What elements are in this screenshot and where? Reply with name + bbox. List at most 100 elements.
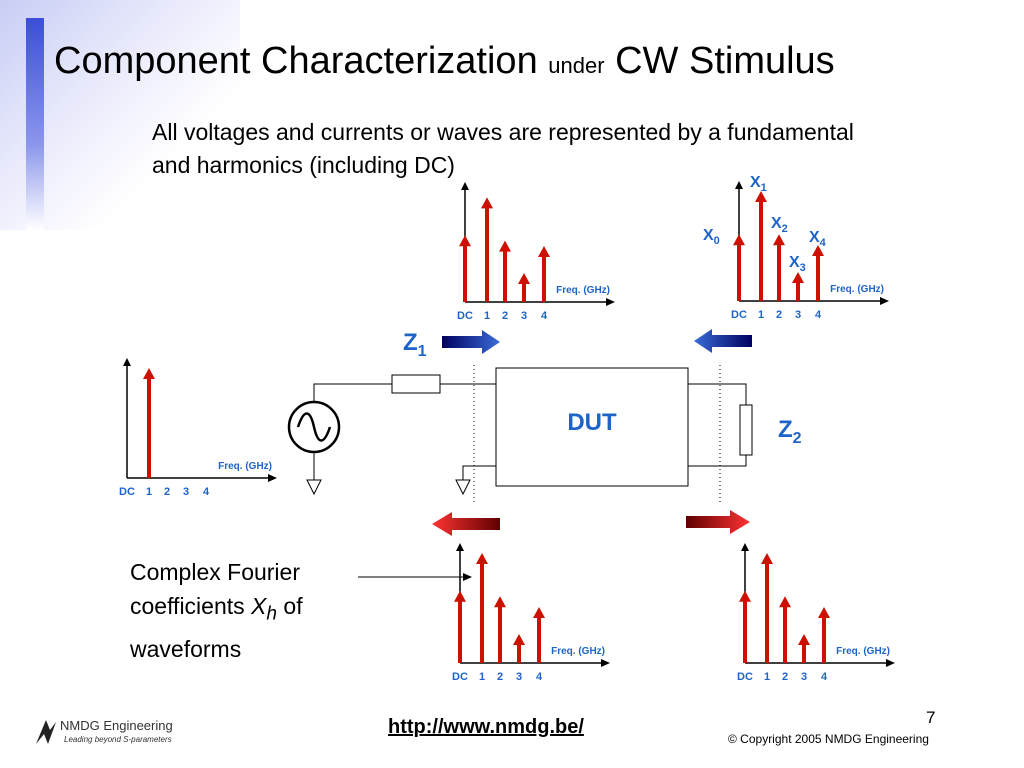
freq-axis-label: Freq. (GHz) xyxy=(218,461,272,472)
spectrum-bar xyxy=(458,598,462,663)
logo-tagline: Leading beyond S-parameters xyxy=(64,735,172,744)
spectrum-bar xyxy=(783,604,787,663)
spectrum-bar xyxy=(777,242,781,301)
spectrum-bar-arrowhead xyxy=(733,234,745,246)
footer-url-link[interactable]: http://www.nmdg.be/ xyxy=(388,716,584,738)
freq-tick-label: 3 xyxy=(795,309,801,321)
slide-subtitle: All voltages and currents or waves are r… xyxy=(152,119,854,178)
freq-tick-label: DC xyxy=(457,310,473,322)
x-axis-arrowhead xyxy=(886,659,895,667)
spectrum-bar xyxy=(542,254,546,302)
x-axis-arrowhead xyxy=(601,659,610,667)
freq-tick-label: 4 xyxy=(815,309,822,321)
copyright-notice: © Copyright 2005 NMDG Engineering xyxy=(728,732,929,746)
accent-bar xyxy=(26,18,44,230)
spectrum-bar xyxy=(737,242,741,301)
y-axis-arrowhead xyxy=(123,358,131,366)
spectrum-bar-arrowhead xyxy=(773,234,785,246)
nmdg-logo: NMDG Engineering Leading beyond S-parame… xyxy=(34,716,234,750)
spectrum-bar xyxy=(147,376,151,478)
note-pointer-arrowhead xyxy=(463,573,472,581)
series-resistor xyxy=(391,374,441,394)
freq-axis-label: Freq. (GHz) xyxy=(551,646,605,657)
spectrum-bar-arrowhead xyxy=(499,240,511,252)
y-axis-arrowhead xyxy=(735,181,743,189)
spectrum-bar-arrowhead xyxy=(792,272,804,283)
spectrum-bar xyxy=(765,561,769,663)
spectrum-bar-arrowhead xyxy=(518,273,530,284)
freq-tick-label: 3 xyxy=(521,310,527,322)
load-resistor-z2 xyxy=(739,404,753,456)
circuit xyxy=(313,383,747,480)
freq-axis-label: Freq. (GHz) xyxy=(556,285,610,296)
x1-label: X1 xyxy=(750,174,767,194)
spectrum-bar xyxy=(517,642,521,663)
ground-wire-left xyxy=(462,465,496,480)
freq-tick-label: DC xyxy=(731,309,747,321)
freq-tick-label: 4 xyxy=(821,671,828,683)
spectrum-bar xyxy=(503,248,507,302)
x3-label: X3 xyxy=(789,254,806,274)
spectrum-bar-arrowhead xyxy=(538,246,550,257)
spectrum-bar xyxy=(463,243,467,302)
x-axis-arrowhead xyxy=(880,297,889,305)
freq-tick-label: DC xyxy=(119,486,135,498)
spectrum-bar-arrowhead xyxy=(513,634,525,645)
spectrum-bar-arrowhead xyxy=(143,368,155,379)
freq-tick-label: 1 xyxy=(146,486,152,498)
spectrum-bar-arrowhead xyxy=(779,596,791,608)
freq-tick-label: 2 xyxy=(164,486,170,498)
ac-source-icon xyxy=(287,400,341,454)
slide-title: Component Characterization under CW Stim… xyxy=(54,40,835,82)
freq-tick-label: 2 xyxy=(782,671,788,683)
spectrum-bar xyxy=(743,598,747,663)
y-axis-arrowhead xyxy=(741,543,749,551)
freq-tick-label: 2 xyxy=(776,309,782,321)
dut-label: DUT xyxy=(567,409,617,436)
y-axis-arrowhead xyxy=(461,182,469,190)
spectrum-bar xyxy=(759,199,763,301)
spectrum-bar xyxy=(822,615,826,663)
z2-label: Z2 xyxy=(778,416,802,447)
freq-tick-label: 1 xyxy=(758,309,764,321)
spectrum-bar-arrowhead xyxy=(798,634,810,645)
spectrum-bar-arrowhead xyxy=(533,607,545,618)
freq-tick-label: 1 xyxy=(764,671,770,683)
freq-tick-label: 4 xyxy=(536,671,543,683)
reflected-wave-arrow-port2 xyxy=(694,329,752,353)
spectrum-bar xyxy=(796,280,800,301)
spectrum-bar xyxy=(498,604,502,663)
freq-tick-label: 1 xyxy=(479,671,485,683)
spectrum-bar-arrowhead xyxy=(755,191,767,202)
spectrum-bar xyxy=(522,281,526,302)
reflected-wave-arrow-port1 xyxy=(432,512,500,536)
freq-tick-label: 3 xyxy=(801,671,807,683)
x0-label: X0 xyxy=(703,227,720,247)
freq-tick-label: 1 xyxy=(484,310,490,322)
spectrum-bar-arrowhead xyxy=(739,590,751,602)
spectrum-bar xyxy=(802,642,806,663)
transmitted-wave-arrow-port2 xyxy=(686,510,750,534)
ground-icon xyxy=(306,479,322,496)
spectrum-bar xyxy=(816,253,820,301)
spectrum-bar-arrowhead xyxy=(761,553,773,564)
x2-label: X2 xyxy=(771,215,788,235)
freq-tick-label: DC xyxy=(452,671,468,683)
dut-right-wire-bottom xyxy=(688,455,747,467)
spectrum-bar-arrowhead xyxy=(481,197,493,209)
ground-icon xyxy=(455,479,471,496)
logo-name: NMDG Engineering xyxy=(60,718,173,733)
freq-tick-label: 3 xyxy=(516,671,522,683)
freq-tick-label: 4 xyxy=(541,310,548,322)
freq-axis-label: Freq. (GHz) xyxy=(836,646,890,657)
spectrum-bar xyxy=(480,561,484,663)
spectrum-bar-arrowhead xyxy=(459,235,471,247)
spectrum-bar-arrowhead xyxy=(494,596,506,608)
spectrum-bar-arrowhead xyxy=(818,607,830,618)
dut-box xyxy=(495,367,689,487)
page-number: 7 xyxy=(926,708,936,727)
